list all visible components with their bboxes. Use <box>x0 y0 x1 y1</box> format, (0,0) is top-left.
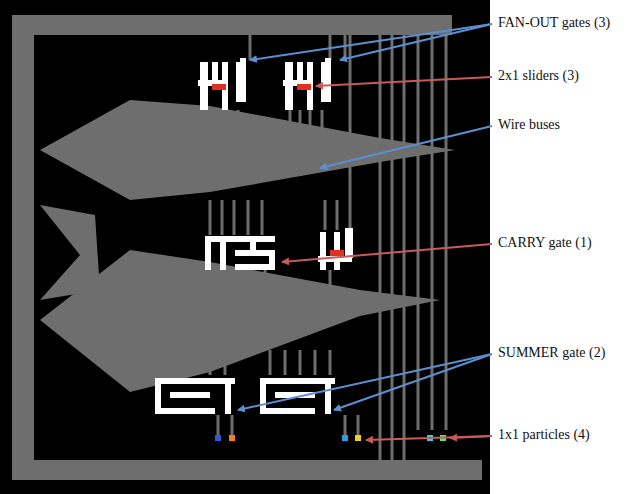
leader-lines <box>238 24 492 440</box>
callout-label: FAN-OUT gates (3) <box>498 15 610 32</box>
callout-label: SUMMER gate (2) <box>498 345 605 362</box>
callout-label: 2x1 sliders (3) <box>498 68 579 85</box>
callout-label: Wire buses <box>498 117 560 134</box>
sliders <box>212 84 344 256</box>
gates <box>155 58 353 414</box>
callout-label: 1x1 particles (4) <box>498 427 590 444</box>
callout-label: CARRY gate (1) <box>498 235 592 252</box>
wire-lines <box>165 35 446 460</box>
black-ground <box>0 0 490 494</box>
gray-wires <box>12 15 482 480</box>
